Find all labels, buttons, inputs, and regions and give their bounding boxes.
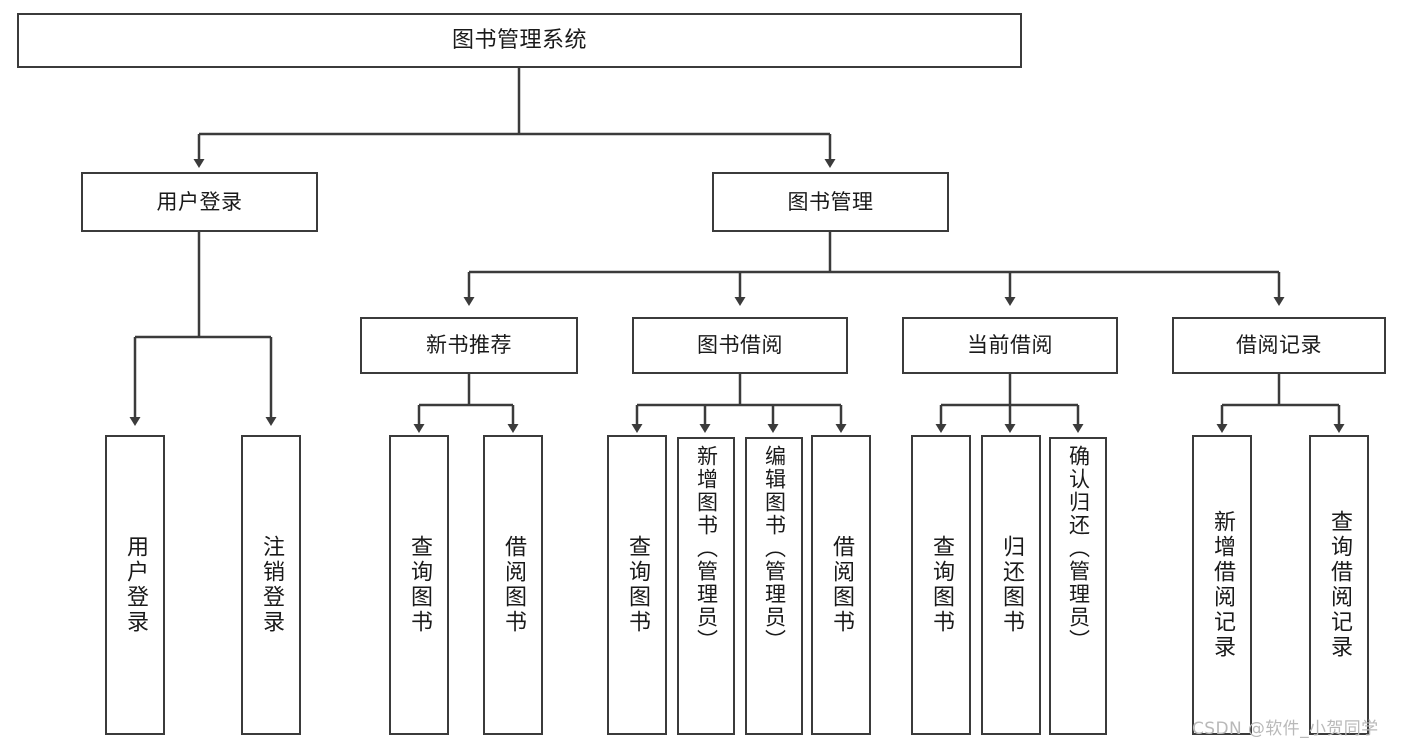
node-current-borrow[interactable]: 当前借阅 (902, 317, 1118, 374)
node-label: 归还图书 (999, 535, 1024, 635)
leaf-borrow-book-recommend[interactable]: 借阅图书 (483, 435, 543, 735)
node-label: 编辑图书（管理员） (762, 445, 787, 652)
leaf-query-book-current[interactable]: 查询图书 (911, 435, 971, 735)
node-label: 查询图书 (625, 535, 650, 635)
node-book-management[interactable]: 图书管理 (712, 172, 949, 232)
csdn-watermark: CSDN @软件_小贺同学 (1192, 719, 1379, 739)
leaf-query-book-recommend[interactable]: 查询图书 (389, 435, 449, 735)
node-label: 查询图书 (407, 535, 432, 635)
leaf-confirm-return-admin[interactable]: 确认归还（管理员） (1049, 437, 1107, 735)
node-new-book-recommend[interactable]: 新书推荐 (360, 317, 578, 374)
node-label: 借阅记录 (1236, 333, 1322, 358)
leaf-query-book-borrow[interactable]: 查询图书 (607, 435, 667, 735)
leaf-add-borrow-record[interactable]: 新增借阅记录 (1192, 435, 1252, 735)
node-label: 新增图书（管理员） (694, 445, 719, 652)
node-label: 新增借阅记录 (1210, 510, 1235, 660)
leaf-borrow-book[interactable]: 借阅图书 (811, 435, 871, 735)
leaf-user-login[interactable]: 用户登录 (105, 435, 165, 735)
node-label: 图书管理 (787, 189, 874, 214)
leaf-query-borrow-record[interactable]: 查询借阅记录 (1309, 435, 1369, 735)
node-label: 图书借阅 (697, 333, 783, 358)
node-label: 注销登录 (259, 535, 284, 635)
node-book-borrow[interactable]: 图书借阅 (632, 317, 848, 374)
node-borrow-record[interactable]: 借阅记录 (1172, 317, 1386, 374)
leaf-logout-login[interactable]: 注销登录 (241, 435, 301, 735)
node-root-system[interactable]: 图书管理系统 (17, 13, 1022, 68)
node-label: 图书管理系统 (451, 27, 587, 53)
node-label: 查询借阅记录 (1327, 510, 1352, 660)
node-label: 当前借阅 (967, 333, 1053, 358)
node-label: 借阅图书 (829, 535, 854, 635)
node-label: 用户登录 (123, 535, 148, 635)
node-label: 查询图书 (929, 535, 954, 635)
leaf-add-book-admin[interactable]: 新增图书（管理员） (677, 437, 735, 735)
node-label: 借阅图书 (501, 535, 526, 635)
leaf-edit-book-admin[interactable]: 编辑图书（管理员） (745, 437, 803, 735)
node-label: 用户登录 (156, 189, 243, 214)
leaf-return-book[interactable]: 归还图书 (981, 435, 1041, 735)
node-user-login[interactable]: 用户登录 (81, 172, 318, 232)
node-label: 确认归还（管理员） (1066, 445, 1091, 652)
node-label: 新书推荐 (426, 333, 512, 358)
